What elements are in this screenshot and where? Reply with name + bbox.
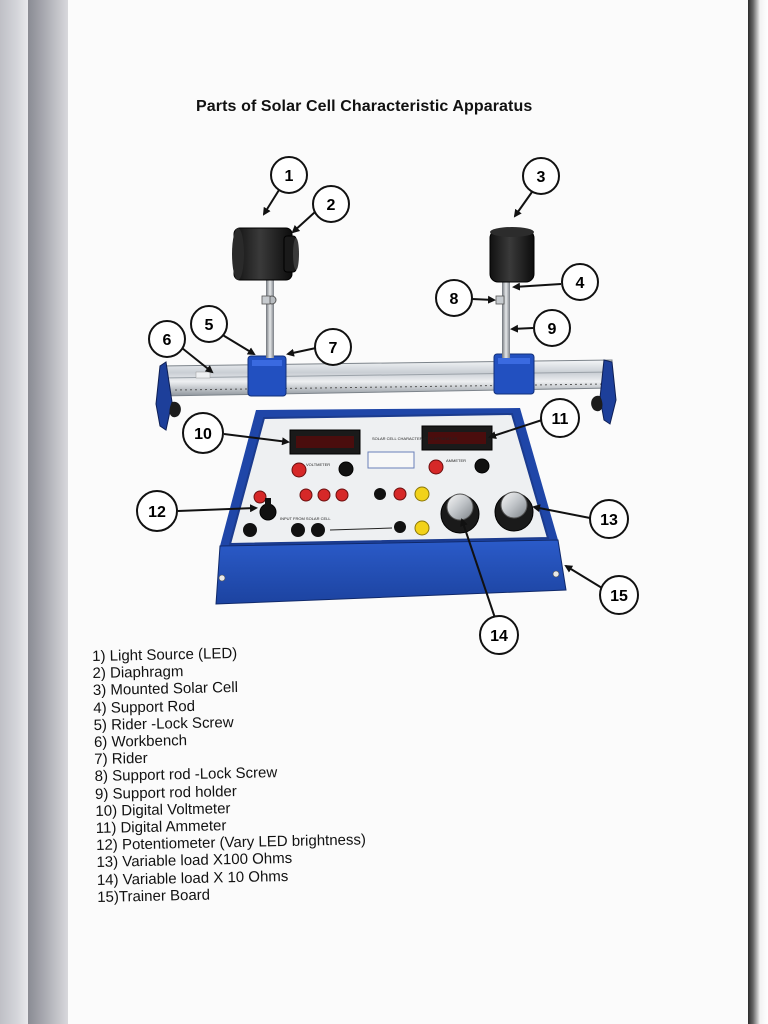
svg-text:6: 6 [163,332,172,349]
svg-text:10: 10 [194,426,212,443]
page-edge [748,0,768,1024]
svg-text:12: 12 [148,504,166,521]
ammeter-label: AMMETER [446,458,466,463]
svg-text:2: 2 [327,197,336,214]
callout-9: 9 [533,309,571,347]
svg-text:8: 8 [450,291,459,308]
parts-legend: 1) Light Source (LED) 2) Diaphragm 3) Mo… [92,642,367,906]
page-title: Parts of Solar Cell Characteristic Appar… [196,98,533,115]
book-spine [28,0,68,1024]
trainer-board: VOLTMETER AMMETER SOLAR CELL CHARACTERIS… [215,408,567,605]
svg-text:14: 14 [490,628,508,645]
callout-3: 3 [522,157,560,195]
svg-text:13: 13 [600,512,618,529]
callout-10: 10 [182,412,224,454]
svg-text:1: 1 [285,168,294,185]
input-label: INPUT FROM SOLAR CELL [280,516,331,521]
svg-text:3: 3 [537,169,546,186]
callout-6: 6 [148,320,186,358]
digital-voltmeter: VOLTMETER [289,429,361,478]
variable-load-x100-knob [494,491,534,532]
svg-text:5: 5 [205,317,214,334]
callout-2: 2 [312,185,350,223]
callout-arrows [177,189,603,619]
callout-4: 4 [561,263,599,301]
callout-1: 1 [270,156,308,194]
mounted-solar-cell [489,227,535,283]
callout-11: 11 [540,398,580,438]
svg-text:9: 9 [548,321,557,338]
brand-logo [367,451,415,469]
callout-7: 7 [314,328,352,366]
left-rider [247,270,287,397]
callout-15: 15 [599,575,639,615]
svg-text:4: 4 [576,275,585,292]
svg-text:11: 11 [552,411,569,428]
potentiometer-knob [259,498,277,521]
right-rider [493,276,535,395]
callout-13: 13 [589,499,629,539]
callout-14: 14 [479,615,519,655]
svg-text:15: 15 [610,588,628,605]
callout-12: 12 [136,490,178,532]
panel-center-label: SOLAR CELL CHARACTERISTIC APPARATUS [372,436,458,441]
svg-text:7: 7 [329,340,338,357]
callout-8: 8 [435,279,473,317]
variable-load-x10-knob [440,493,480,534]
voltmeter-label: VOLTMETER [306,462,330,467]
callout-5: 5 [190,305,228,343]
binding-shadow [0,0,28,1024]
light-source-led [232,227,299,281]
